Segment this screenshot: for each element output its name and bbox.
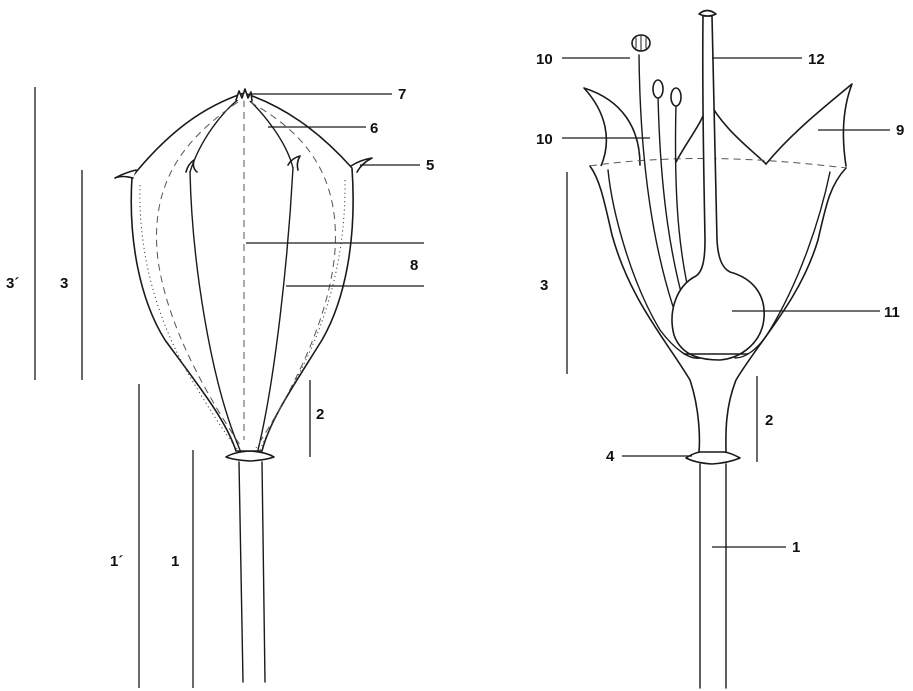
dimension-bars (34, 87, 758, 688)
label-1-right: 1 (792, 539, 800, 556)
left-calyx-body (130, 92, 354, 452)
label-10-top: 10 (536, 51, 553, 68)
label-7: 7 (398, 86, 406, 103)
left-pedicel-right-edge (261, 461, 266, 683)
left-pedicel-left-edge (238, 461, 244, 683)
label-3-left: 3 (60, 275, 68, 292)
label-12: 12 (808, 51, 825, 68)
right-anther-3 (670, 87, 682, 107)
left-vein-left (156, 101, 243, 449)
label-1-prime: 1´ (110, 553, 123, 570)
label-9: 9 (896, 122, 904, 139)
right-pistil (671, 15, 765, 361)
label-3-right: 3 (540, 277, 548, 294)
left-rib-1 (189, 171, 241, 451)
right-sepal-lobe-left (583, 87, 641, 167)
label-6: 6 (370, 120, 378, 137)
left-receptacle-collar (225, 450, 275, 462)
label-11: 11 (884, 304, 900, 321)
label-3-prime: 3´ (6, 275, 19, 292)
left-rib-3 (189, 97, 241, 173)
label-8: 8 (410, 257, 418, 274)
label-1-left: 1 (171, 553, 179, 570)
left-vein-right (249, 101, 336, 449)
right-sepal-lobe-mid (675, 99, 767, 165)
left-rib-2 (257, 167, 294, 451)
right-anther-1-texture (635, 35, 647, 51)
label-4: 4 (606, 448, 615, 465)
label-2-right: 2 (765, 412, 773, 429)
right-stigma (698, 9, 717, 17)
left-sepal-tip-1 (114, 169, 137, 179)
label-5: 5 (426, 157, 434, 174)
labels: 3´ 3 1´ 1 2 7 6 5 8 10 10 12 9 3 11 2 4 … (6, 51, 904, 570)
right-flower-figure (583, 9, 853, 689)
leader-lines (246, 57, 890, 548)
label-10-mid: 10 (536, 131, 553, 148)
left-flower-figure (114, 88, 373, 683)
right-cup-inner-right (734, 171, 831, 359)
label-2-left: 2 (316, 406, 324, 423)
right-sepal-lobe-right (765, 83, 853, 167)
left-apex-teeth (235, 88, 253, 102)
right-rim-dash (589, 157, 847, 169)
right-anther-2 (652, 79, 664, 99)
